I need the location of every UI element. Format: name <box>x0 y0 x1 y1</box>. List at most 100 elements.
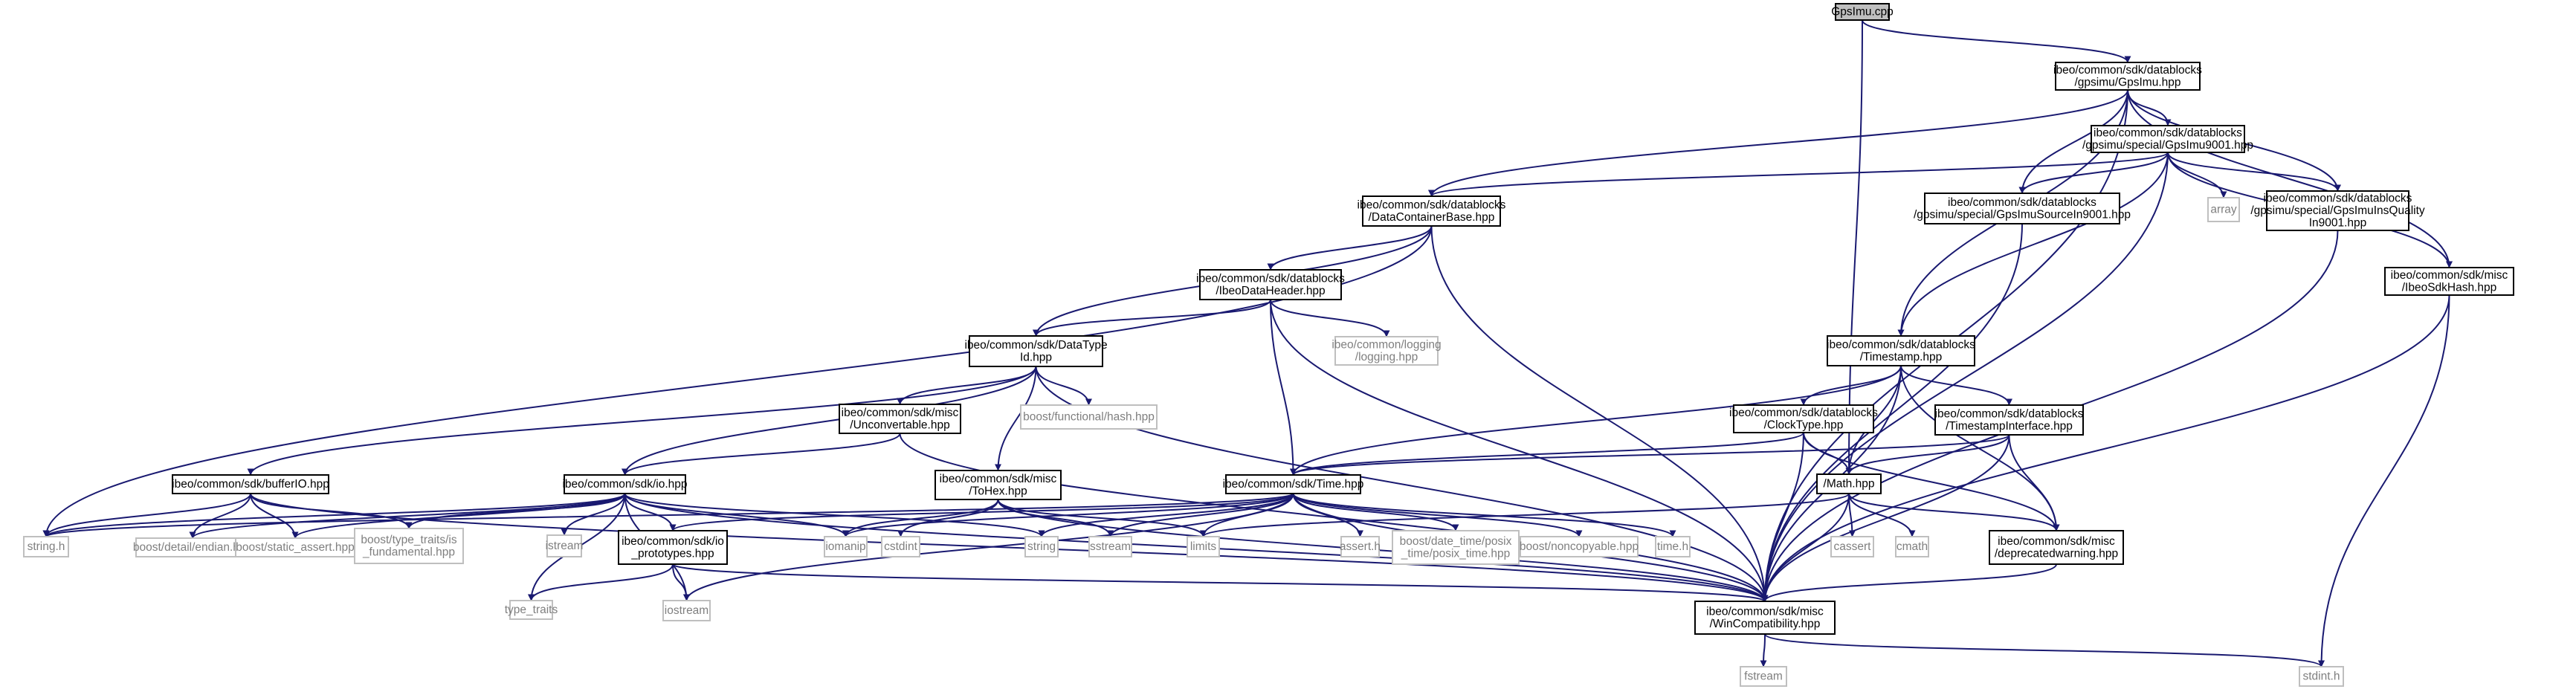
node-label: GpsImu.cpp <box>1831 6 1894 19</box>
edge-src9001-to-wincompat <box>1761 223 2023 602</box>
node-box <box>1088 536 1132 557</box>
node-box <box>23 536 69 557</box>
edge-ts-to-math <box>1845 365 1902 475</box>
node-label: ibeo/common/sdk/io.hpp <box>562 478 687 491</box>
node-typetraitsfund: boost/type_traits/is_fundamental.hpp <box>354 528 464 564</box>
node-box <box>1362 195 1501 227</box>
node-label: ibeo/common/sdk/Time.hpp <box>1223 478 1364 491</box>
node-label: ibeo/common/sdk/misc <box>1706 605 1824 618</box>
node-label: /deprecatedwarning.hpp <box>1995 547 2118 560</box>
node-label: type_traits <box>505 604 558 616</box>
node-unconv[interactable]: ibeo/common/sdk/misc/Unconvertable.hpp <box>839 404 961 434</box>
node-bufferio[interactable]: ibeo/common/sdk/bufferIO.hpp <box>172 474 329 494</box>
edge-dcb-to-stringh <box>42 225 1433 537</box>
node-label: string <box>1027 540 1056 553</box>
node-label: /gpsimu/special/GpsImuSourceIn9001.hpp <box>1914 208 2131 221</box>
node-dcb[interactable]: ibeo/common/sdk/datablocks/DataContainer… <box>1358 195 1506 227</box>
edge-math-to-limits <box>1200 493 1850 537</box>
edge-gpsimu-to-dcb <box>1428 89 2128 197</box>
node-tohex[interactable]: ibeo/common/sdk/misc/ToHex.hpp <box>934 470 1062 500</box>
edge-idh-to-wincompat <box>1270 299 1769 602</box>
node-label: ibeo/common/sdk/datablocks <box>1729 407 1878 419</box>
edge-gpsimu9001-to-wincompat <box>1761 152 2169 602</box>
node-label: ibeo/common/sdk/datablocks <box>2053 64 2202 77</box>
node-label: ibeo/common/logging <box>1331 338 1441 351</box>
node-label: /ToHex.hpp <box>969 485 1027 497</box>
node-math[interactable]: /Math.hpp <box>1816 473 1882 494</box>
node-box <box>564 474 686 494</box>
edge-depwarn-to-wincompat <box>1761 563 2057 602</box>
edge-tohex-to-limits <box>997 499 1207 537</box>
edge-gpsimu9001-to-ts <box>1897 152 2169 337</box>
node-box <box>1989 530 2124 565</box>
node-cmath: cmath <box>1895 536 1929 557</box>
node-gpsimu9001[interactable]: ibeo/common/sdk/datablocks/gpsimu/specia… <box>2082 125 2253 153</box>
node-time[interactable]: ibeo/common/sdk/Time.hpp <box>1223 474 1364 494</box>
edge-io-to-stringh <box>42 493 626 537</box>
node-box <box>1187 536 1220 557</box>
edge-clock-to-time <box>1290 432 1804 476</box>
edge-hash-to-wincompat <box>1761 294 2450 602</box>
node-idh[interactable]: ibeo/common/sdk/datablocks/IbeoDataHeade… <box>1196 269 1345 300</box>
node-ts[interactable]: ibeo/common/sdk/datablocks/Timestamp.hpp <box>1827 335 1975 366</box>
node-hash[interactable]: ibeo/common/sdk/misc/IbeoSdkHash.hpp <box>2384 267 2514 296</box>
node-wincompat[interactable]: ibeo/common/sdk/misc/WinCompatibility.hp… <box>1694 601 1836 635</box>
node-sassert: boost/static_assert.hpp <box>235 537 355 557</box>
edge-idh-to-logging <box>1270 299 1390 337</box>
node-box <box>1830 536 1874 557</box>
node-box <box>1816 473 1882 494</box>
node-cstdint: cstdint <box>881 536 920 557</box>
node-label: _prototypes.hpp <box>630 547 714 560</box>
node-string: string <box>1024 536 1059 557</box>
edge-math-to-wincompat <box>1761 493 1850 602</box>
edge-bufferio-to-endian <box>189 493 251 539</box>
edge-dtid-to-tohex <box>995 366 1037 471</box>
edge-math-to-cmath <box>1848 493 1916 537</box>
node-label: ibeo/common/sdk/misc <box>940 473 1057 485</box>
node-label: iomanip <box>825 540 865 553</box>
edge-gpsimu9001-to-dcb <box>1428 152 2169 197</box>
node-box <box>1740 666 1787 687</box>
node-fstream: fstream <box>1740 666 1787 687</box>
node-label: ibeo/common/sdk/datablocks <box>1935 407 2084 420</box>
node-label: /TimestampInterface.hpp <box>1946 420 2073 433</box>
node-label: /DataContainerBase.hpp <box>1369 211 1495 224</box>
edge-layer <box>42 19 2453 667</box>
edge-io-to-string <box>624 493 1045 537</box>
node-src9001[interactable]: ibeo/common/sdk/datablocks/gpsimu/specia… <box>1914 193 2131 224</box>
node-box <box>1934 404 2084 436</box>
edge-io-to-istream <box>561 493 626 536</box>
node-box <box>969 335 1103 367</box>
node-stringh: string.h <box>23 536 69 557</box>
node-tsi[interactable]: ibeo/common/sdk/datablocks/TimestampInte… <box>1934 404 2084 436</box>
edge-bufferio-to-stringh <box>42 493 251 537</box>
node-label: ibeo/common/sdk/datablocks <box>1196 272 1345 285</box>
node-box <box>1020 404 1158 430</box>
node-box <box>2055 62 2201 91</box>
node-io[interactable]: ibeo/common/sdk/io.hpp <box>562 474 688 494</box>
node-root[interactable]: GpsImu.cpp <box>1831 3 1894 21</box>
node-label: /logging.hpp <box>1355 351 1418 363</box>
node-gpsimu[interactable]: ibeo/common/sdk/datablocks/gpsimu/GpsImu… <box>2053 62 2202 91</box>
node-cassert: cassert <box>1830 536 1874 557</box>
node-box <box>2266 190 2409 231</box>
node-box <box>881 536 920 557</box>
node-box <box>172 474 329 494</box>
edge-unconv-to-io <box>622 433 901 476</box>
node-insq[interactable]: ibeo/common/sdk/datablocks/gpsimu/specia… <box>2250 190 2425 231</box>
node-label: /gpsimu/special/GpsImuInsQuality <box>2250 204 2425 217</box>
node-label: boost/date_time/posix <box>1400 535 1512 548</box>
node-iostream: iostream <box>662 600 711 621</box>
node-box <box>1835 3 1890 21</box>
edge-dtid-to-unconv <box>897 366 1037 405</box>
edge-ts-to-time <box>1290 365 1902 476</box>
node-stdinth: stdint.h <box>2299 666 2344 687</box>
node-box <box>934 470 1062 500</box>
node-depwarn[interactable]: ibeo/common/sdk/misc/deprecatedwarning.h… <box>1989 530 2124 565</box>
node-clock[interactable]: ibeo/common/sdk/datablocks/ClockType.hpp <box>1729 404 1878 433</box>
node-layer: GpsImu.cpp ibeo/common/sdk/datablocks/gps… <box>23 3 2514 687</box>
node-ioproto[interactable]: ibeo/common/sdk/io_prototypes.hpp <box>618 530 728 565</box>
edge-tohex-to-wincompat <box>997 499 1769 602</box>
